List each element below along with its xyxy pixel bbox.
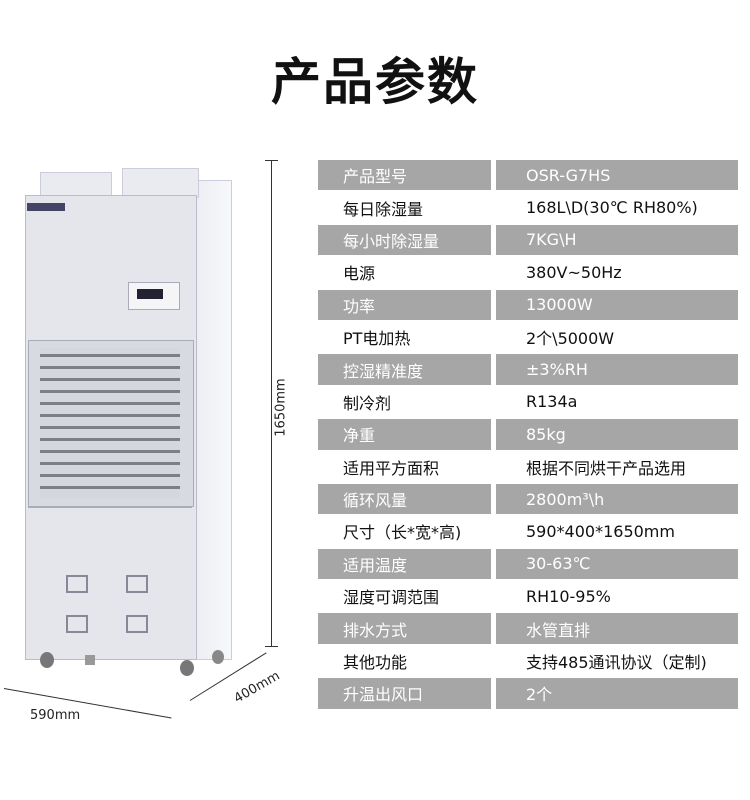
spec-label: 适用温度: [318, 548, 491, 580]
spec-value: 13000W: [496, 289, 738, 320]
spec-label: 控湿精准度: [318, 354, 491, 385]
spec-value: 380V~50Hz: [526, 262, 622, 282]
air-vent-grille: [40, 348, 180, 498]
spec-value: 30-63℃: [496, 548, 738, 580]
spec-row: 尺寸（长*宽*高) 590*400*1650mm: [318, 516, 738, 549]
wheel: [180, 660, 194, 676]
spec-label: 其他功能: [343, 653, 408, 673]
spec-value: 根据不同烘干产品选用: [526, 458, 687, 478]
wheel: [212, 650, 224, 664]
spec-value: 85kg: [496, 419, 738, 450]
spec-label: 电源: [343, 264, 376, 284]
control-panel[interactable]: [128, 282, 180, 310]
spec-row: 湿度可调范围 RH10-95%: [318, 581, 738, 614]
spec-value: RH10-95%: [526, 586, 611, 606]
spec-value: 2个\5000W: [526, 329, 615, 349]
width-label: 590mm: [30, 708, 81, 723]
spec-value: OSR-G7HS: [496, 160, 738, 191]
brand-logo: [27, 203, 65, 211]
spec-row: PT电加热 2个\5000W: [318, 322, 738, 355]
spec-value: 2个: [496, 678, 738, 709]
spec-value: ±3%RH: [496, 354, 738, 385]
page-title: 产品参数: [271, 53, 479, 111]
spec-value: 590*400*1650mm: [526, 521, 675, 541]
spec-value: 支持485通讯协议（定制): [526, 653, 707, 673]
spec-label: 功率: [318, 289, 491, 320]
wheel: [40, 652, 54, 668]
spec-label: 制冷剂: [343, 393, 392, 413]
spec-label: 适用平方面积: [343, 458, 440, 478]
spec-label: 产品型号: [318, 160, 491, 191]
spec-label: 升温出风口: [318, 678, 491, 709]
spec-value: 168L\D(30℃ RH80%): [526, 198, 698, 218]
spec-value: 水管直排: [496, 613, 738, 644]
spec-row: 控湿精准度±3%RH: [318, 354, 738, 387]
height-label: 1650mm: [273, 378, 289, 437]
spec-value: 2800m³\h: [496, 483, 738, 515]
spec-label: 湿度可调范围: [343, 588, 440, 608]
depth-label: 400mm: [231, 668, 283, 707]
spec-label: 循环风量: [318, 483, 491, 515]
spec-row: 其他功能 支持485通讯协议（定制): [318, 646, 738, 679]
spec-value: R134a: [526, 392, 578, 412]
spec-label: 每日除湿量: [343, 199, 424, 219]
height-dimension-line: [271, 160, 272, 646]
spec-label: 尺寸（长*宽*高): [343, 523, 462, 543]
spec-row: 每日除湿量 168L\D(30℃ RH80%): [318, 192, 738, 225]
spec-row: 制冷剂 R134a: [318, 387, 738, 420]
spec-label: PT电加热: [343, 329, 411, 349]
spec-row: 排水方式水管直排: [318, 613, 738, 646]
spec-label: 每小时除湿量: [318, 224, 491, 256]
spec-label: 净重: [318, 419, 491, 450]
spec-label: 排水方式: [318, 613, 491, 644]
spec-row: 适用平方面积 根据不同烘干产品选用: [318, 452, 738, 484]
spec-value: 7KG\H: [496, 224, 738, 256]
spec-row: 电源 380V~50Hz: [318, 257, 738, 290]
